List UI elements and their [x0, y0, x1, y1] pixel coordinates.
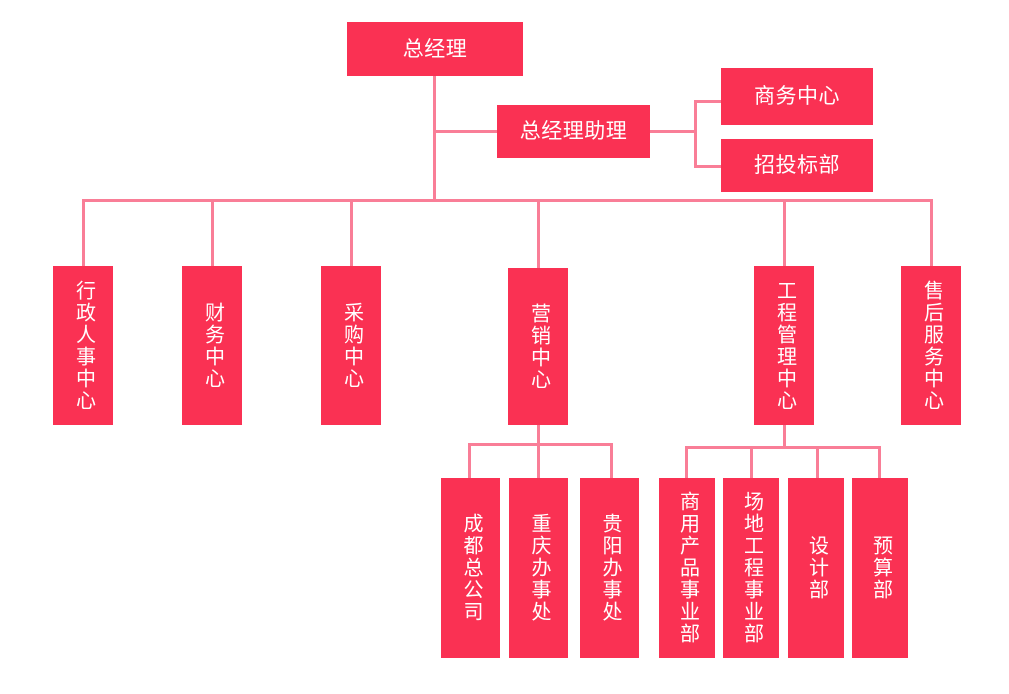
- connector-drop-design: [816, 446, 819, 478]
- node-after-sales-center[interactable]: 售后服务中心: [901, 266, 961, 425]
- connector-engineering-subbar: [685, 446, 881, 449]
- connector-gm-stem: [433, 75, 436, 199]
- connector-bracket-to-business-center: [694, 100, 721, 103]
- connector-main-trunk: [82, 199, 933, 202]
- node-chengdu-head-office[interactable]: 成都总公司: [441, 478, 500, 658]
- connector-gm-to-assistant: [433, 130, 497, 133]
- node-label-gm-assistant: 总经理助理: [519, 119, 628, 144]
- connector-drop-chengdu: [468, 443, 471, 478]
- node-label-finance-center: 财务中心: [201, 301, 224, 390]
- node-label-procurement-center: 采购中心: [340, 301, 363, 390]
- node-guiyang-office[interactable]: 贵阳办事处: [580, 478, 639, 658]
- node-finance-center[interactable]: 财务中心: [182, 266, 242, 425]
- connector-drop-admin-hr: [82, 199, 85, 266]
- node-label-business-center: 商务中心: [754, 84, 840, 109]
- connector-drop-finance: [211, 199, 214, 266]
- node-engineering-mgmt-center[interactable]: 工程管理中心: [754, 266, 814, 425]
- node-label-general-manager: 总经理: [402, 36, 468, 61]
- node-business-center[interactable]: 商务中心: [721, 68, 873, 125]
- node-label-chongqing-office: 重庆办事处: [528, 513, 550, 623]
- node-site-engineering-div[interactable]: 场地工程事业部: [723, 478, 779, 658]
- node-label-bidding-dept: 招投标部: [754, 153, 840, 178]
- node-label-guiyang-office: 贵阳办事处: [599, 513, 621, 623]
- node-commercial-product-div[interactable]: 商用产品事业部: [659, 478, 715, 658]
- node-admin-hr-center[interactable]: 行政人事中心: [53, 266, 113, 425]
- connector-drop-guiyang: [610, 443, 613, 478]
- node-design-dept[interactable]: 设计部: [788, 478, 844, 658]
- node-marketing-center[interactable]: 营销中心: [508, 268, 568, 425]
- node-label-engineering-mgmt-center: 工程管理中心: [773, 279, 796, 412]
- connector-drop-engineering: [783, 199, 786, 266]
- connector-engineering-stem: [783, 425, 786, 449]
- node-label-marketing-center: 营销中心: [527, 302, 550, 391]
- connector-drop-commercial-product: [685, 446, 688, 478]
- connector-bracket-to-bidding-dept: [694, 165, 721, 168]
- connector-drop-budget: [878, 446, 881, 478]
- connector-drop-marketing: [537, 199, 540, 268]
- node-label-chengdu-head-office: 成都总公司: [460, 513, 482, 623]
- node-label-after-sales-center: 售后服务中心: [920, 279, 943, 412]
- node-label-commercial-product-div: 商用产品事业部: [676, 491, 699, 645]
- connector-assistant-right-stub: [650, 130, 694, 133]
- connector-drop-chongqing: [537, 443, 540, 478]
- node-label-design-dept: 设计部: [805, 535, 828, 601]
- node-label-site-engineering-div: 场地工程事业部: [740, 491, 763, 645]
- node-label-admin-hr-center: 行政人事中心: [72, 279, 95, 412]
- node-general-manager[interactable]: 总经理: [347, 22, 523, 76]
- connector-marketing-stem: [537, 425, 540, 446]
- node-gm-assistant[interactable]: 总经理助理: [497, 105, 650, 158]
- node-budget-dept[interactable]: 预算部: [852, 478, 908, 658]
- connector-drop-after-sales: [930, 199, 933, 266]
- connector-drop-procurement: [350, 199, 353, 266]
- connector-assistant-bracket: [694, 100, 697, 168]
- node-label-budget-dept: 预算部: [869, 535, 892, 601]
- node-procurement-center[interactable]: 采购中心: [321, 266, 381, 425]
- connector-marketing-subbar: [468, 443, 613, 446]
- node-chongqing-office[interactable]: 重庆办事处: [509, 478, 568, 658]
- connector-drop-site-engineering: [750, 446, 753, 478]
- node-bidding-dept[interactable]: 招投标部: [721, 139, 873, 192]
